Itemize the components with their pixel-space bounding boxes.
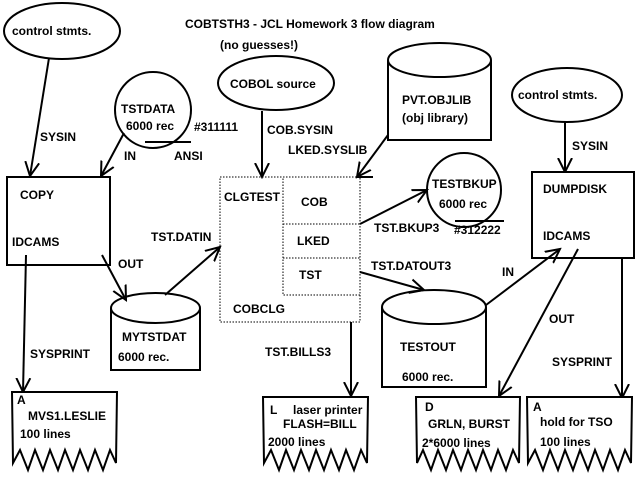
printout-laser-dest: laser printer: [293, 403, 363, 417]
control-stmts-left-label: control stmts.: [12, 24, 91, 38]
testout-records: 6000 rec.: [402, 370, 453, 384]
printout-burst-lines: 2*6000 lines: [422, 436, 491, 450]
in-left-arrow: [101, 132, 125, 176]
printout-burst-dest: GRLN, BURST: [428, 417, 511, 431]
testbkup-serial: #312222: [454, 223, 501, 237]
in-right-arrow: [485, 249, 560, 306]
printout-tso-lines: 100 lines: [540, 435, 591, 449]
out-right-label: OUT: [549, 312, 575, 326]
printout-laser-class: L: [270, 403, 277, 417]
diagram-title: COBTSTH3 - JCL Homework 3 flow diagram: [185, 17, 435, 31]
sysin-right-label: SYSIN: [572, 139, 608, 153]
mytstdat-records: 6000 rec.: [118, 350, 169, 364]
printout-leslie-lines: 100 lines: [20, 427, 71, 441]
clgtest-step-box: CLGTEST COB LKED TST COBCLG: [219, 176, 361, 323]
in-left-label: IN: [124, 149, 136, 163]
substep-cob: COB: [301, 195, 328, 209]
cobol-source-node: COBOL source: [217, 55, 335, 111]
out-left-label: OUT: [118, 257, 144, 271]
printout-laser: L laser printer FLASH=BILL 2000 lines: [261, 396, 370, 473]
sysprint-right-label: SYSPRINT: [552, 355, 613, 369]
tst-bkup3-label: TST.BKUP3: [374, 221, 440, 235]
printout-burst-class: D: [425, 400, 434, 414]
objlib-desc: (obj library): [402, 111, 468, 125]
out-right-arrow: [499, 248, 579, 396]
out-left-arrow: [101, 254, 126, 300]
clgtest-proc: COBCLG: [233, 302, 285, 316]
sysprint-left-label: SYSPRINT: [30, 347, 91, 361]
copy-step-name: COPY: [20, 188, 54, 202]
printout-leslie: A MVS1.LESLIE 100 lines: [10, 391, 119, 473]
printout-tso-class: A: [533, 400, 542, 414]
cobol-source-label: COBOL source: [230, 77, 316, 91]
printout-leslie-class: A: [17, 393, 26, 407]
sysin-left-label: SYSIN: [40, 130, 76, 144]
tst-datin-arrow: [164, 247, 220, 296]
dumpdisk-step-name: DUMPDISK: [543, 182, 607, 196]
dumpdisk-step-box: DUMPDISK IDCAMS: [531, 171, 635, 259]
objlib-disk-node: PVT.OBJLIB (obj library): [387, 42, 492, 141]
testout-disk-node: TESTOUT 6000 rec.: [381, 289, 487, 388]
substep-tst: TST: [299, 268, 322, 282]
testout-name: TESTOUT: [400, 340, 456, 354]
tst-datout3-label: TST.DATOUT3: [371, 259, 452, 273]
objlib-name: PVT.OBJLIB: [402, 93, 472, 107]
control-stmts-right-label: control stmts.: [518, 88, 597, 102]
tst-datin-label: TST.DATIN: [151, 230, 211, 244]
in-right-label: IN: [502, 265, 514, 279]
lked-syslib-arrow: [357, 134, 389, 177]
sysin-left-arrow: [30, 57, 50, 176]
testbkup-records: 6000 rec: [439, 197, 487, 211]
printout-tso-dest: hold for TSO: [540, 415, 613, 429]
tst-datout3-arrow: [359, 271, 424, 290]
printout-burst: D GRLN, BURST 2*6000 lines: [414, 396, 522, 473]
printout-tso: A hold for TSO 100 lines: [525, 396, 634, 473]
tstdata-tape-node: TSTDATA 6000 rec: [114, 71, 192, 149]
diagram-subtitle: (no guesses!): [220, 38, 298, 52]
testbkup-name: TESTBKUP: [432, 177, 497, 191]
clgtest-step-name: CLGTEST: [224, 190, 281, 204]
control-stmts-right-node: control stmts.: [511, 67, 623, 123]
testbkup-tape-node: TESTBKUP 6000 rec: [426, 152, 504, 228]
lked-syslib-label: LKED.SYSLIB: [288, 143, 368, 157]
sysprint-left-arrow: [23, 254, 26, 392]
tstdata-label-type: ANSI: [174, 149, 203, 163]
mytstdat-name: MYTSTDAT: [122, 330, 187, 344]
tst-bills3-label: TST.BILLS3: [265, 345, 331, 359]
copy-step-box: COPY IDCAMS: [6, 176, 111, 266]
mytstdat-disk-node: MYTSTDAT 6000 rec.: [110, 292, 201, 371]
substep-lked: LKED: [297, 234, 330, 248]
tstdata-serial: #311111: [194, 120, 238, 134]
control-stmts-left-node: control stmts.: [3, 2, 121, 60]
printout-laser-flash: FLASH=BILL: [283, 417, 357, 431]
dumpdisk-program: IDCAMS: [543, 229, 590, 243]
printout-leslie-dest: MVS1.LESLIE: [28, 409, 106, 423]
tstdata-records: 6000 rec: [126, 119, 174, 133]
printout-laser-lines: 2000 lines: [268, 435, 326, 449]
copy-program: IDCAMS: [12, 235, 59, 249]
cob-sysin-label: COB.SYSIN: [267, 123, 333, 137]
tst-bkup3-arrow: [359, 190, 427, 225]
tstdata-name: TSTDATA: [121, 102, 176, 116]
